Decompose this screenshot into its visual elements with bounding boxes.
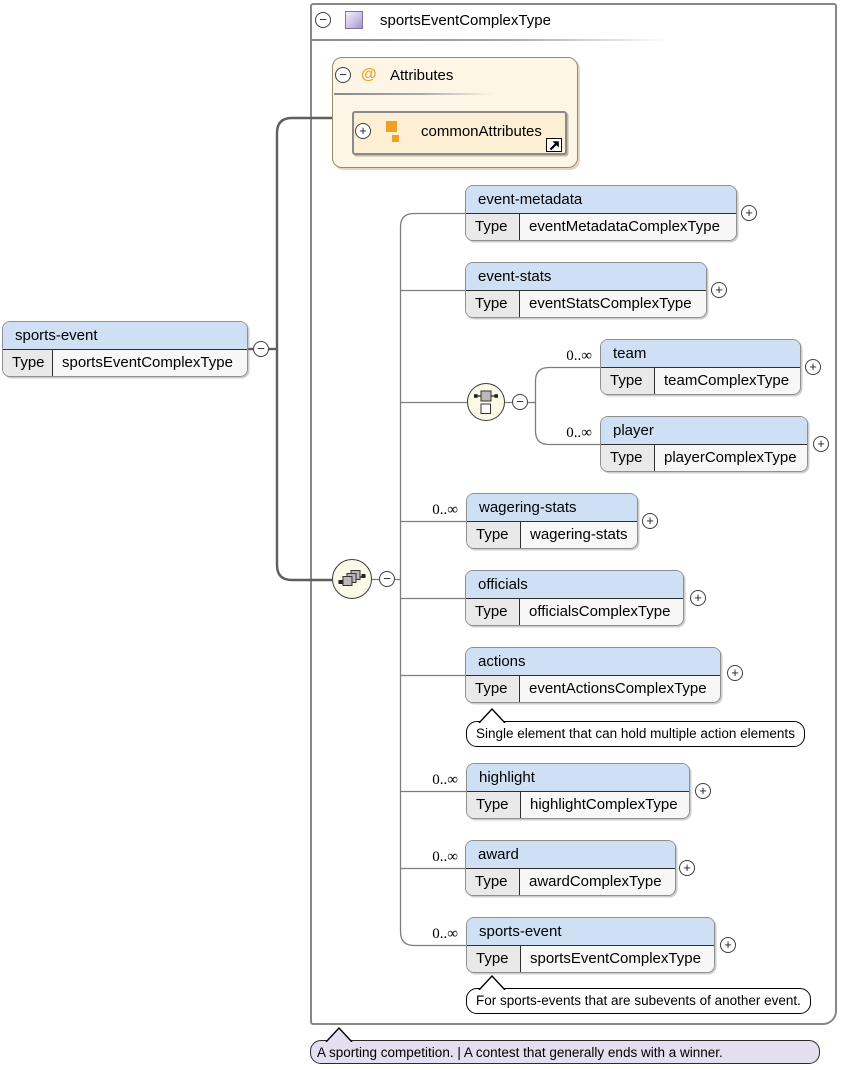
annotation-pointer (477, 707, 507, 728)
element-box-actions[interactable]: actions Type eventActionsComplexType (465, 647, 721, 703)
type-value: sportsEventComplexType (521, 946, 714, 972)
cardinality-sports-event: 0..∞ (432, 926, 458, 942)
element-box-event-stats[interactable]: event-stats Type eventStatsComplexType (465, 262, 707, 318)
type-label: Type (466, 869, 520, 895)
element-name: sports-event (3, 322, 247, 350)
element-box-wagering-stats[interactable]: wagering-stats Type wagering-stats (466, 493, 638, 549)
attribute-group-icon (386, 121, 403, 147)
type-label: Type (467, 946, 521, 972)
expand-team-button[interactable]: + (805, 359, 821, 375)
element-name: highlight (467, 764, 689, 792)
type-value: officialsComplexType (520, 599, 683, 625)
cardinality-award: 0..∞ (432, 849, 458, 865)
type-label: Type (467, 522, 521, 548)
expand-event-metadata-button[interactable]: + (741, 205, 757, 221)
type-value: teamComplexType (655, 368, 800, 394)
element-box-event-metadata[interactable]: event-metadata Type eventMetadataComplex… (465, 185, 737, 241)
element-name: team (601, 340, 800, 368)
collapse-attributes-button[interactable]: − (335, 67, 351, 83)
expand-highlight-button[interactable]: + (695, 783, 711, 799)
type-value: eventMetadataComplexType (520, 214, 736, 240)
goto-definition-icon[interactable] (546, 138, 562, 152)
collapse-sequence-button[interactable]: − (379, 571, 395, 587)
type-label: Type (466, 214, 520, 240)
expand-player-button[interactable]: + (813, 436, 829, 452)
element-name: actions (466, 648, 720, 676)
expand-award-button[interactable]: + (679, 860, 695, 876)
cardinality-player: 0..∞ (566, 425, 592, 441)
type-label: Type (467, 792, 521, 818)
element-box-sports-event-root[interactable]: sports-event Type sportsEventComplexType (2, 321, 248, 377)
expand-sports-event-child-button[interactable]: + (720, 937, 736, 953)
choice-compositor-icon[interactable] (467, 383, 505, 421)
type-label: Type (466, 599, 520, 625)
element-box-sports-event-child[interactable]: sports-event Type sportsEventComplexType (466, 917, 715, 973)
collapse-choice-button[interactable]: − (512, 394, 528, 410)
common-attributes-label: commonAttributes (421, 123, 542, 140)
type-label: Type (601, 368, 655, 394)
type-label: Type (466, 291, 520, 317)
attributes-panel-title: Attributes (390, 67, 454, 84)
annotation-pointer (324, 1026, 354, 1047)
at-sign-icon: @ (361, 66, 377, 83)
attributes-separator (334, 93, 556, 95)
element-box-team[interactable]: team Type teamComplexType (600, 339, 801, 395)
annotation-pointer (477, 974, 507, 995)
cardinality-highlight: 0..∞ (432, 772, 458, 788)
element-name: wagering-stats (467, 494, 637, 522)
element-name: player (601, 417, 807, 445)
type-value: eventActionsComplexType (520, 676, 720, 702)
sequence-compositor-icon[interactable] (332, 559, 372, 599)
expand-common-attributes-button[interactable]: + (355, 123, 371, 139)
type-label: Type (3, 350, 53, 376)
sports-event-annotation: For sports-events that are subevents of … (466, 988, 811, 1014)
complex-type-title: sportsEventComplexType (380, 12, 551, 29)
element-name: sports-event (467, 918, 714, 946)
type-value: wagering-stats (521, 522, 637, 548)
actions-annotation: Single element that can hold multiple ac… (466, 721, 805, 747)
common-attributes-box[interactable] (352, 111, 567, 155)
element-name: officials (466, 571, 683, 599)
expand-actions-button[interactable]: + (727, 665, 743, 681)
element-box-player[interactable]: player Type playerComplexType (600, 416, 808, 472)
element-box-highlight[interactable]: highlight Type highlightComplexType (466, 763, 690, 819)
type-value: playerComplexType (655, 445, 807, 471)
cardinality-wagering-stats: 0..∞ (432, 502, 458, 518)
type-label: Type (601, 445, 655, 471)
collapse-main-button[interactable]: − (315, 12, 331, 28)
element-box-award[interactable]: award Type awardComplexType (465, 840, 676, 896)
expand-wagering-stats-button[interactable]: + (642, 513, 658, 529)
element-name: event-stats (466, 263, 706, 291)
element-name: event-metadata (466, 186, 736, 214)
root-documentation: A sporting competition. | A contest that… (310, 1040, 820, 1064)
element-name: award (466, 841, 675, 869)
complex-type-icon (345, 11, 363, 29)
collapse-root-button[interactable]: − (253, 341, 269, 357)
expand-officials-button[interactable]: + (690, 590, 706, 606)
element-box-officials[interactable]: officials Type officialsComplexType (465, 570, 684, 626)
cardinality-team: 0..∞ (566, 348, 592, 364)
header-separator (312, 39, 812, 41)
type-value: eventStatsComplexType (520, 291, 706, 317)
type-label: Type (466, 676, 520, 702)
expand-event-stats-button[interactable]: + (711, 282, 727, 298)
type-value: awardComplexType (520, 869, 675, 895)
type-value: highlightComplexType (521, 792, 689, 818)
type-value: sportsEventComplexType (53, 350, 247, 376)
